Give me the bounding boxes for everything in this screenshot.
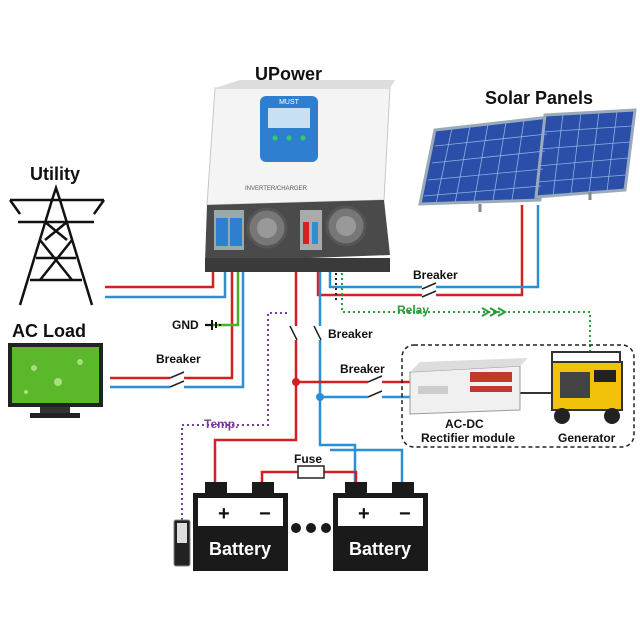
breaker-rectifier-label: Breaker [340, 362, 385, 376]
junction-dot [316, 393, 324, 401]
fuse-label: Fuse [294, 452, 323, 466]
generator-icon [551, 351, 623, 424]
rectifier-label-line2: Rectifier module [421, 431, 516, 445]
load-neutral-wire [110, 268, 245, 389]
junction-dot [292, 378, 300, 386]
relay-line [335, 268, 591, 355]
breaker-top-right-symbol [421, 282, 437, 299]
battery-right-label: Battery [349, 539, 411, 559]
breaker-left-symbol [169, 371, 185, 394]
utility-live-wire [105, 268, 215, 289]
battery-negative-wire-a [318, 268, 357, 490]
tv-monitor-icon [8, 343, 103, 418]
battery-negative-wire-b [330, 448, 404, 490]
utility-tower-icon [8, 184, 106, 306]
utility-label: Utility [30, 164, 81, 184]
battery-right-minus: − [399, 503, 411, 525]
page-title: UPower [255, 64, 323, 84]
breaker-center-symbol [288, 325, 328, 341]
battery-left-icon [193, 482, 288, 571]
pv-positive-wire [316, 205, 524, 297]
wires [105, 205, 552, 490]
rectifier-label-line1: AC-DC [445, 417, 484, 431]
relay-label: Relay [397, 303, 430, 317]
generator-label: Generator [558, 431, 616, 445]
inverter-panel-text: INVERTER/CHARGER [245, 186, 308, 192]
load-live-wire [110, 268, 234, 380]
battery-positive-wire [213, 268, 298, 490]
device-brand-text: MUST [279, 99, 300, 106]
battery-series-dots [291, 523, 331, 533]
solar-panels-label: Solar Panels [485, 88, 594, 108]
utility-neutral-wire [105, 268, 227, 299]
ac-load-label: AC Load [12, 321, 86, 341]
rectifier-module-icon [409, 358, 528, 415]
gnd-label: GND [172, 318, 199, 332]
fuse-icon [297, 465, 325, 479]
breaker-left-label: Breaker [156, 352, 201, 366]
temp-sensor-window [177, 523, 187, 543]
battery-left-label: Battery [209, 539, 271, 559]
battery-right-plus: + [358, 503, 370, 525]
battery-right-icon [333, 482, 428, 571]
battery-left-minus: − [259, 503, 271, 525]
breaker-rectifier-symbol [367, 375, 383, 400]
temp-label: Temp. [204, 417, 239, 431]
breaker-center-label: Breaker [328, 327, 373, 341]
ground-icon [205, 320, 221, 330]
battery-left-plus: + [218, 503, 230, 525]
temp-sensor-line [181, 312, 290, 520]
charging-sources-enclosure [401, 344, 635, 448]
breaker-top-right-label: Breaker [413, 268, 458, 282]
upower-inverter-icon [205, 80, 395, 272]
solar-panels-icon [418, 108, 637, 212]
